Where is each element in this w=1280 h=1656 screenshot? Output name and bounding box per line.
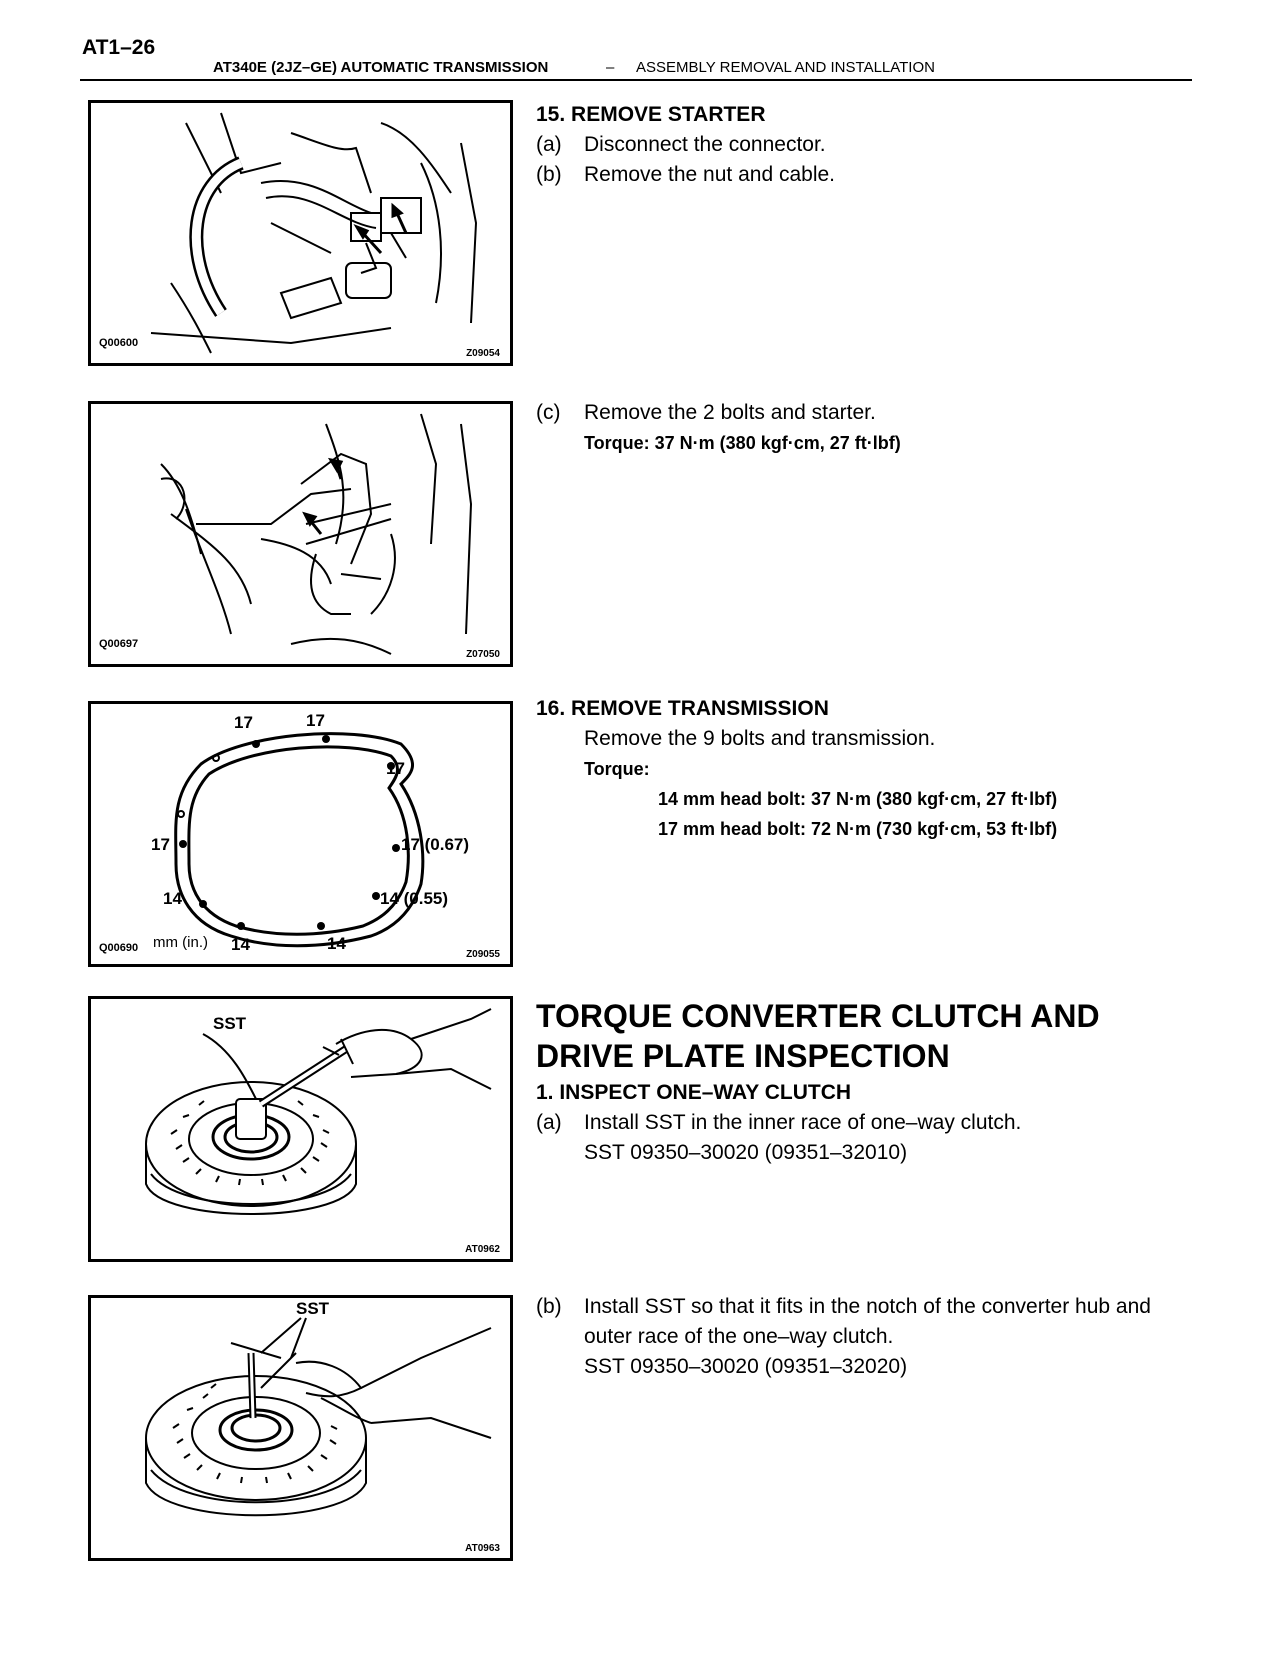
step-15a: (a)Disconnect the connector. (536, 133, 826, 156)
step-15b: (b)Remove the nut and cable. (536, 163, 835, 186)
step-1b-block: (b)Install SST so that it fits in the no… (536, 1292, 1151, 1382)
step-1a-sst: SST 09350–30020 (09351–32010) (584, 1141, 908, 1164)
step-15c: (c)Remove the 2 bolts and starter. (536, 401, 876, 424)
step-16-torque-17: 17 mm head bolt: 72 N·m (730 kgf·cm, 53 … (658, 819, 1058, 839)
bolt-markers (177, 735, 400, 930)
step-15-title: 15. REMOVE STARTER (536, 103, 766, 126)
bolt-label: 14 (163, 889, 182, 908)
step-16-text: Remove the 9 bolts and transmission. (584, 727, 936, 750)
step-15c-block: (c)Remove the 2 bolts and starter. Torqu… (536, 398, 901, 458)
sst-label: SST (213, 1014, 247, 1033)
bolt-label: 14 (327, 934, 346, 953)
step-1-title: 1. INSPECT ONE–WAY CLUTCH (536, 1081, 852, 1104)
converter-fins (170, 1100, 330, 1186)
torque-converter-illustration: SST (145, 1008, 492, 1215)
transmission-bolt-pattern: 17 17 17 17 17 (0.67) 14 14 (0.55) 14 14… (151, 711, 469, 954)
step-16-torque-label: Torque: (584, 759, 650, 779)
starter-connector-illustration (150, 112, 478, 354)
figure-ref-code: AT0963 (465, 1543, 500, 1554)
step-15c-torque: Torque: 37 N·m (380 kgf·cm, 27 ft·lbf) (584, 433, 901, 453)
converter-fins (172, 1383, 338, 1484)
step-16-title: 16. REMOVE TRANSMISSION (536, 697, 829, 720)
bolt-label: 17 (151, 835, 170, 854)
step-16-torque-14: 14 mm head bolt: 37 N·m (380 kgf·cm, 27 … (658, 789, 1058, 809)
step-1a: (a)Install SST in the inner race of one–… (536, 1111, 1022, 1134)
page-number: AT1–26 (82, 36, 156, 59)
bolt-label: 17 (0.67) (401, 835, 469, 854)
figure-starter-bolts: Q00697 Z07050 (88, 401, 513, 667)
figure-transmission-bolts: 17 17 17 17 17 (0.67) 14 14 (0.55) 14 14… (88, 701, 513, 967)
section-title: TORQUE CONVERTER CLUTCH AND DRIVE PLATE … (536, 998, 1100, 1074)
units-label: mm (in.) (153, 934, 208, 951)
figure-ref-code: Z09055 (466, 949, 500, 960)
bolt-label: 14 (0.55) (380, 889, 448, 908)
figure-starter-connector: Q00600 Z09054 (88, 100, 513, 366)
step-16-block: 16. REMOVE TRANSMISSION Remove the 9 bol… (536, 694, 1057, 844)
figure-code: Q00600 (99, 337, 139, 349)
figure-ref-code: AT0962 (465, 1244, 500, 1255)
inspect-clutch-block: 1. INSPECT ONE–WAY CLUTCH (a)Install SST… (536, 1078, 1021, 1168)
header-separator: – (606, 59, 615, 76)
figure-sst-outer-race: SST AT0963 (88, 1295, 513, 1561)
sst-label: SST (296, 1299, 330, 1318)
starter-bolts-illustration (160, 413, 473, 655)
header-rule (80, 79, 1192, 81)
bolt-label: 17 (306, 711, 325, 730)
bolt-label: 17 (386, 759, 405, 778)
figure-ref-code: Z07050 (466, 649, 500, 660)
step-1b: (b)Install SST so that it fits in the no… (536, 1295, 1151, 1318)
step-1b-sst: SST 09350–30020 (09351–32020) (584, 1355, 908, 1378)
header-section: ASSEMBLY REMOVAL AND INSTALLATION (636, 59, 935, 76)
bolt-label: 14 (231, 935, 250, 954)
figure-sst-inner-race: SST AT0962 (88, 996, 513, 1262)
step-15-block: 15. REMOVE STARTER (a)Disconnect the con… (536, 100, 835, 190)
step-1b-cont: outer race of the one–way clutch. (584, 1325, 894, 1348)
bolt-label: 17 (234, 713, 253, 732)
torque-converter-sst-illustration: SST (145, 1299, 492, 1517)
header-title: AT340E (2JZ–GE) AUTOMATIC TRANSMISSION (213, 59, 549, 76)
figure-code: Q00697 (99, 638, 139, 650)
figure-code: Q00690 (99, 942, 139, 954)
figure-ref-code: Z09054 (466, 348, 500, 359)
